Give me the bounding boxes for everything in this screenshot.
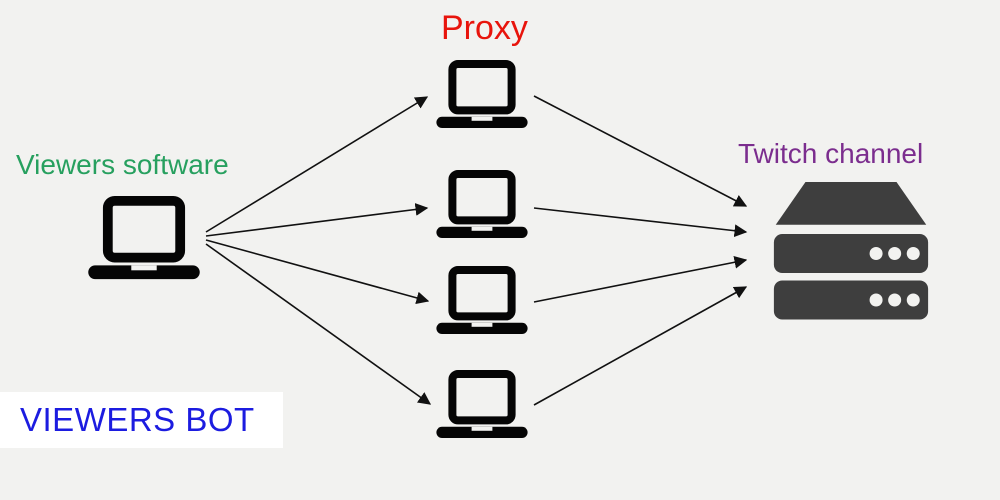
laptop-icon bbox=[436, 270, 527, 334]
arrow-icon bbox=[533, 286, 748, 406]
arrow-icon bbox=[533, 255, 748, 303]
arrow-icon bbox=[205, 239, 430, 305]
laptop-icon bbox=[436, 64, 527, 128]
laptop-icon bbox=[88, 201, 199, 279]
arrow-icon bbox=[533, 95, 748, 207]
server-rack-icon bbox=[773, 182, 929, 320]
viewers-bot-caption: VIEWERS BOT bbox=[0, 392, 283, 448]
arrow-icon bbox=[205, 96, 429, 233]
arrow-icon bbox=[533, 207, 748, 238]
arrow-group bbox=[205, 95, 748, 406]
laptop-icon bbox=[436, 374, 527, 438]
arrow-icon bbox=[205, 243, 432, 405]
laptop-icon bbox=[436, 174, 527, 238]
proxy-label: Proxy bbox=[441, 9, 528, 47]
viewers-bot-text: VIEWERS BOT bbox=[20, 401, 255, 438]
arrow-icon bbox=[205, 203, 429, 237]
twitch-channel-label: Twitch channel bbox=[738, 138, 924, 169]
viewers-software-label: Viewers software bbox=[16, 149, 229, 180]
